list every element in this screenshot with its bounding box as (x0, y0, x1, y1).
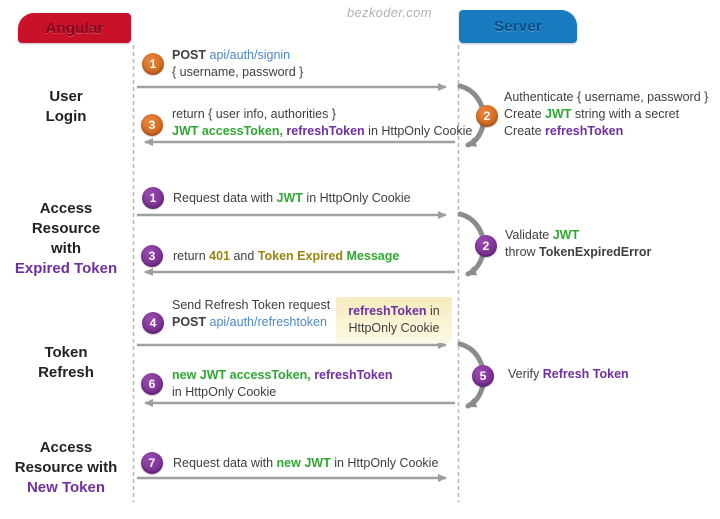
step-badge-login-request: 1 (142, 53, 164, 75)
message-line: Create JWT string with a secret (504, 107, 680, 121)
message-refresh-response: new JWT accessToken, refreshToken in Htt… (172, 367, 392, 401)
actor-server-badge: Server (459, 10, 577, 43)
label-line: Access (39, 439, 93, 456)
message-line: Request data with JWT in HttpOnly Cookie (173, 191, 411, 205)
message-line: POST api/auth/signin (172, 48, 291, 62)
message-newtoken-request: Request data with new JWT in HttpOnly Co… (173, 455, 438, 472)
step-badge-access-process: 2 (475, 235, 497, 257)
step-badge-login-response: 3 (141, 114, 163, 136)
message-line: Create refreshToken (504, 124, 624, 138)
message-line: return { user info, authorities } (172, 107, 336, 121)
message-line: Verify Refresh Token (508, 367, 629, 381)
message-access-process: Validate JWT throw TokenExpiredError (505, 227, 651, 261)
message-line: Request data with new JWT in HttpOnly Co… (173, 456, 439, 470)
section-label-access-resource-new-token: Access Resource with New Token (0, 438, 132, 498)
label-line: Expired Token (14, 260, 118, 277)
message-login-request: POST api/auth/signin { username, passwor… (172, 47, 303, 81)
note-line: refreshToken in (348, 304, 440, 318)
message-line: return 401 and Token Expired Message (173, 249, 400, 263)
step-badge-newtoken-request: 7 (141, 452, 163, 474)
message-login-response: return { user info, authorities } JWT ac… (172, 106, 472, 140)
message-line: throw TokenExpiredError (505, 245, 652, 259)
label-line: Login (45, 108, 87, 125)
message-line: POST api/auth/refreshtoken (172, 315, 327, 329)
section-label-user-login: User Login (0, 87, 132, 127)
message-line: in HttpOnly Cookie (172, 385, 277, 399)
note-line: HttpOnly Cookie (348, 321, 440, 335)
label-line: Token (44, 344, 88, 361)
watermark: bezkoder.com (347, 5, 432, 20)
step-badge-refresh-request: 4 (142, 312, 164, 334)
step-badge-login-process: 2 (476, 105, 498, 127)
note-refresh-token-cookie: refreshToken in HttpOnly Cookie (336, 297, 452, 343)
label-line: Resource (31, 220, 101, 237)
message-access-request: Request data with JWT in HttpOnly Cookie (173, 190, 411, 207)
step-badge-access-request: 1 (142, 187, 164, 209)
section-label-token-refresh: Token Refresh (0, 343, 132, 383)
message-refresh-request: Send Refresh Token request POST api/auth… (172, 297, 330, 331)
step-badge-access-response: 3 (141, 245, 163, 267)
actor-angular-badge: Angular (18, 13, 131, 43)
message-line: Validate JWT (505, 228, 580, 242)
label-line: Access (39, 200, 93, 217)
label-line: Refresh (38, 364, 94, 381)
label-line: New Token (26, 479, 106, 496)
message-login-process: Authenticate { username, password } Crea… (504, 89, 708, 140)
message-refresh-process: Verify Refresh Token (508, 366, 629, 383)
message-line: { username, password } (172, 65, 304, 79)
message-access-response: return 401 and Token Expired Message (173, 248, 399, 265)
section-label-access-resource-expired-token: Access Resource with Expired Token (0, 199, 132, 279)
step-badge-refresh-process: 5 (472, 365, 494, 387)
message-line: Send Refresh Token request (172, 298, 331, 312)
message-line: new JWT accessToken, refreshToken (172, 368, 393, 382)
label-line: User (49, 88, 83, 105)
label-line: Resource with (14, 459, 118, 476)
step-badge-refresh-response: 6 (141, 373, 163, 395)
message-line: Authenticate { username, password } (504, 90, 709, 104)
label-line: with (51, 240, 81, 257)
message-line: JWT accessToken, refreshToken in HttpOnl… (172, 124, 473, 138)
